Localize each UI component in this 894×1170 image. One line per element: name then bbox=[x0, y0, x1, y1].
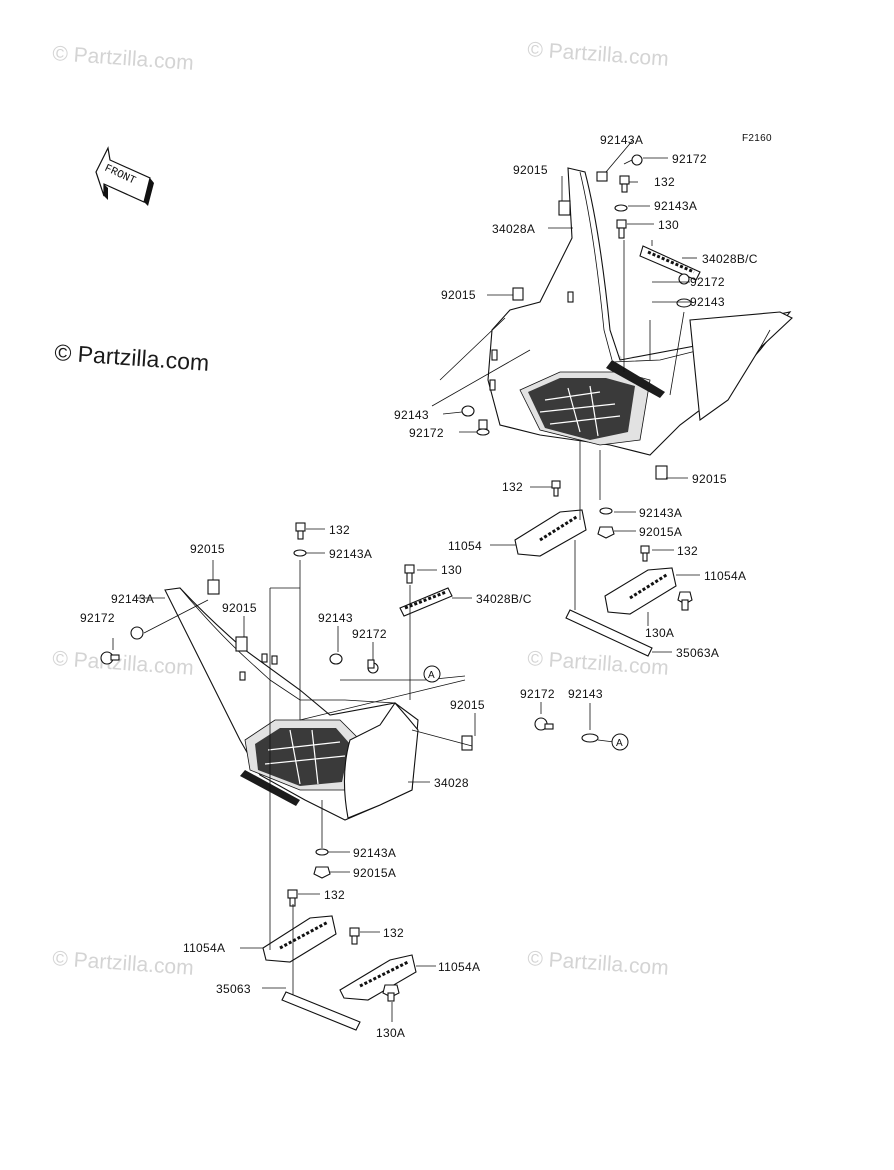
part-label: 92015A bbox=[353, 866, 396, 880]
left-footboard-assembly bbox=[164, 587, 419, 821]
part-label: 130A bbox=[376, 1026, 405, 1040]
part-label: 92172 bbox=[690, 275, 725, 289]
callout-a-upper: A bbox=[423, 665, 441, 683]
part-label: 34028B/C bbox=[702, 252, 758, 266]
part-label: 92143A bbox=[654, 199, 697, 213]
part-label: 92143 bbox=[394, 408, 429, 422]
part-label: 92143A bbox=[329, 547, 372, 561]
lower-left-hardware bbox=[100, 522, 473, 1031]
part-label: 34028A bbox=[492, 222, 535, 236]
part-label: 132 bbox=[654, 175, 675, 189]
part-label: 92172 bbox=[409, 426, 444, 440]
part-label: 92015A bbox=[639, 525, 682, 539]
part-label: 130A bbox=[645, 626, 674, 640]
part-label: 92143A bbox=[111, 592, 154, 606]
part-label: 92172 bbox=[352, 627, 387, 641]
part-label: 132 bbox=[677, 544, 698, 558]
part-label: 34028 bbox=[434, 776, 469, 790]
part-label: 92143 bbox=[690, 295, 725, 309]
part-label: 35063A bbox=[676, 646, 719, 660]
part-label: 11054A bbox=[704, 569, 746, 583]
part-label: 92172 bbox=[80, 611, 115, 625]
part-label: 92015 bbox=[190, 542, 225, 556]
part-label: 130 bbox=[441, 563, 462, 577]
watermark-text: © Partzilla.com bbox=[52, 647, 195, 680]
part-label: 11054A bbox=[438, 960, 480, 974]
part-label: 11054 bbox=[448, 539, 482, 553]
part-label: 34028B/C bbox=[476, 592, 532, 606]
part-label: 92143A bbox=[639, 506, 682, 520]
part-label: 35063 bbox=[216, 982, 251, 996]
upper-right-hardware bbox=[461, 154, 701, 743]
watermark-text: © Partzilla.com bbox=[527, 38, 670, 71]
part-label: 92172 bbox=[672, 152, 707, 166]
part-label: 92015 bbox=[692, 472, 727, 486]
part-label: 92015 bbox=[513, 163, 548, 177]
watermark-text: © Partzilla.com bbox=[52, 42, 195, 75]
part-label: 92143 bbox=[568, 687, 603, 701]
part-label: 132 bbox=[329, 523, 350, 537]
callout-a-label: A bbox=[616, 738, 623, 749]
watermark-main-text: © Partzilla.com bbox=[54, 339, 210, 376]
figure-code: F2160 bbox=[742, 133, 772, 144]
part-label: 92172 bbox=[520, 687, 555, 701]
watermark-text: © Partzilla.com bbox=[527, 947, 670, 980]
part-label: 92143A bbox=[353, 846, 396, 860]
part-label: 132 bbox=[502, 480, 523, 494]
callout-a-lower: A bbox=[611, 733, 629, 751]
part-label: 11054A bbox=[183, 941, 225, 955]
part-label: 132 bbox=[383, 926, 404, 940]
part-label: 92143 bbox=[318, 611, 353, 625]
watermark-text: © Partzilla.com bbox=[52, 947, 195, 980]
part-label: 132 bbox=[324, 888, 345, 902]
part-label: 92143A bbox=[600, 133, 643, 147]
part-label: 92015 bbox=[450, 698, 485, 712]
callout-a-label: A bbox=[428, 670, 435, 681]
part-label: 92015 bbox=[222, 601, 257, 615]
part-labels: 92143A 92172 92015 132 92143A 130 34028A… bbox=[80, 133, 758, 1040]
right-footboard-assembly bbox=[487, 167, 793, 456]
leader-lines bbox=[112, 139, 700, 1022]
front-arrow-icon: FRONT bbox=[95, 146, 154, 206]
part-label: 130 bbox=[658, 218, 679, 232]
part-label: 92015 bbox=[441, 288, 476, 302]
